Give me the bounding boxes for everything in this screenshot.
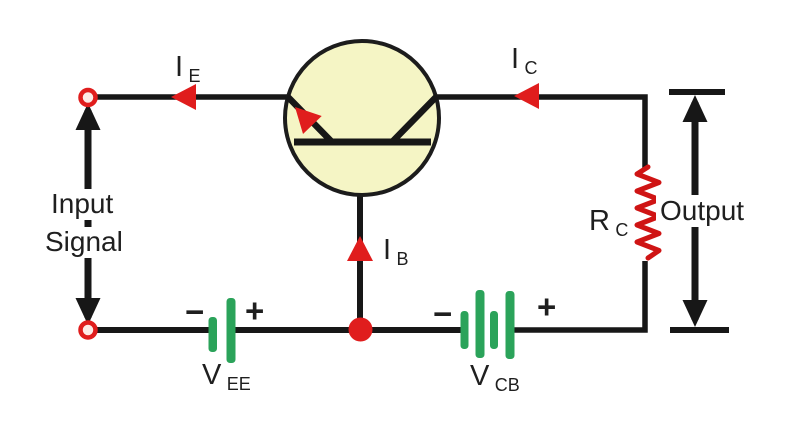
wire-collector-bottom	[513, 261, 648, 333]
vcb-plate-1	[460, 311, 469, 349]
output-label-mask	[656, 195, 760, 227]
label-ie-main: I	[175, 51, 183, 83]
black-arrowheads	[75, 95, 708, 327]
base-junction-dot	[348, 317, 373, 342]
vcb-plus-sign: +	[537, 288, 556, 325]
vcb-plate-3	[490, 311, 498, 349]
vcb-minus-sign: −	[433, 295, 452, 332]
label-vee-main: V	[202, 359, 222, 391]
label-rc-sub: C	[615, 220, 628, 240]
label-vcb: V CB	[470, 360, 520, 395]
label-ic-sub: C	[525, 58, 538, 78]
label-signal: Signal	[45, 226, 123, 257]
wire-collector-top	[437, 94, 648, 168]
emitter-arrow-icon	[295, 107, 322, 135]
label-ib-sub: B	[397, 249, 409, 269]
input-arrow-down-icon	[75, 298, 101, 325]
current-arrow-ie-icon	[171, 84, 196, 110]
battery-plates	[208, 290, 515, 363]
label-ic-main: I	[511, 43, 519, 75]
vcb-plate-4	[505, 291, 515, 359]
label-vee-sub: EE	[227, 374, 251, 394]
current-arrow-ib-icon	[347, 236, 373, 261]
input-arrow-up-icon	[75, 103, 101, 130]
label-rc-main: R	[589, 205, 610, 237]
label-ic: I C	[511, 43, 538, 78]
transistor-body	[283, 39, 441, 197]
label-input: Input	[51, 188, 113, 219]
label-vcb-sub: CB	[495, 375, 520, 395]
input-terminal-top	[78, 87, 98, 108]
input-terminal-bottom	[78, 320, 98, 340]
label-ib: I B	[383, 234, 409, 269]
resistor-rc	[634, 164, 662, 261]
label-ie-sub: E	[189, 66, 201, 86]
vee-minus-sign: −	[185, 293, 204, 330]
current-arrowheads	[171, 83, 539, 261]
label-masks	[38, 189, 760, 258]
vee-plate-positive	[226, 298, 236, 363]
input-label-mask	[42, 189, 128, 220]
output-arrow-up-icon	[682, 95, 708, 122]
label-ie: I E	[175, 51, 201, 86]
vee-plus-sign: +	[245, 292, 264, 329]
vcb-plate-2	[475, 290, 485, 358]
signal-label-mask	[38, 227, 134, 258]
label-ib-main: I	[383, 234, 391, 266]
label-vee: V EE	[202, 359, 251, 394]
label-vcb-main: V	[470, 360, 490, 392]
transistor-collector-lead	[390, 93, 440, 144]
current-arrow-ic-icon	[514, 83, 539, 109]
vee-plate-negative	[208, 317, 217, 352]
output-arrow-down-icon	[682, 300, 708, 327]
label-rc: R C	[589, 205, 628, 240]
labels: I E I C I B R C V EE V CB Input Signal O…	[45, 43, 744, 395]
label-output: Output	[660, 195, 744, 226]
